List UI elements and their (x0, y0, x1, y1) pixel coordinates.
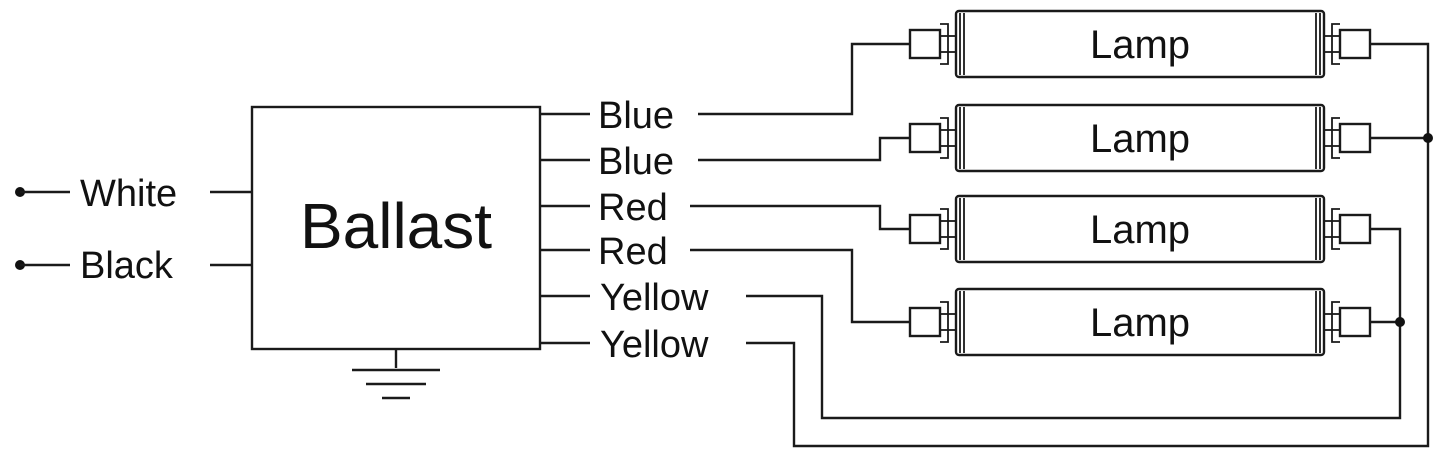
input-label-white: White (80, 173, 177, 215)
output-wire-red-2: Red (540, 231, 910, 324)
input-white-wire: White (15, 173, 252, 215)
output-label-yellow-1: Yellow (600, 277, 709, 319)
output-wire-yellow-2: Yellow (540, 138, 1430, 448)
output-wire-red-1: Red (540, 187, 910, 231)
lamp-label-4: Lamp (1090, 301, 1190, 345)
output-label-red-1: Red (598, 187, 668, 229)
input-label-black: Black (80, 245, 174, 287)
lamp-1: Lamp (908, 9, 1372, 79)
output-wire-blue-1: Blue (540, 42, 910, 137)
ground-icon (352, 349, 440, 400)
lamp-label-2: Lamp (1090, 117, 1190, 161)
lamp-label-3: Lamp (1090, 208, 1190, 252)
right-common-wire-lower (1370, 227, 1405, 327)
ballast-box: Ballast (250, 105, 542, 351)
output-label-yellow-2: Yellow (600, 324, 709, 366)
lamp-3: Lamp (908, 194, 1372, 264)
right-common-wire-upper (1370, 42, 1433, 143)
lamp-label-1: Lamp (1090, 23, 1190, 67)
output-label-blue-1: Blue (598, 95, 674, 137)
output-label-blue-2: Blue (598, 141, 674, 183)
output-wire-yellow-1: Yellow (540, 277, 1402, 420)
input-black-wire: Black (15, 245, 252, 287)
ballast-label: Ballast (300, 190, 492, 262)
lamp-2: Lamp (908, 103, 1372, 173)
lamp-4: Lamp (908, 287, 1372, 357)
output-label-red-2: Red (598, 231, 668, 273)
output-wire-blue-2: Blue (540, 136, 910, 183)
